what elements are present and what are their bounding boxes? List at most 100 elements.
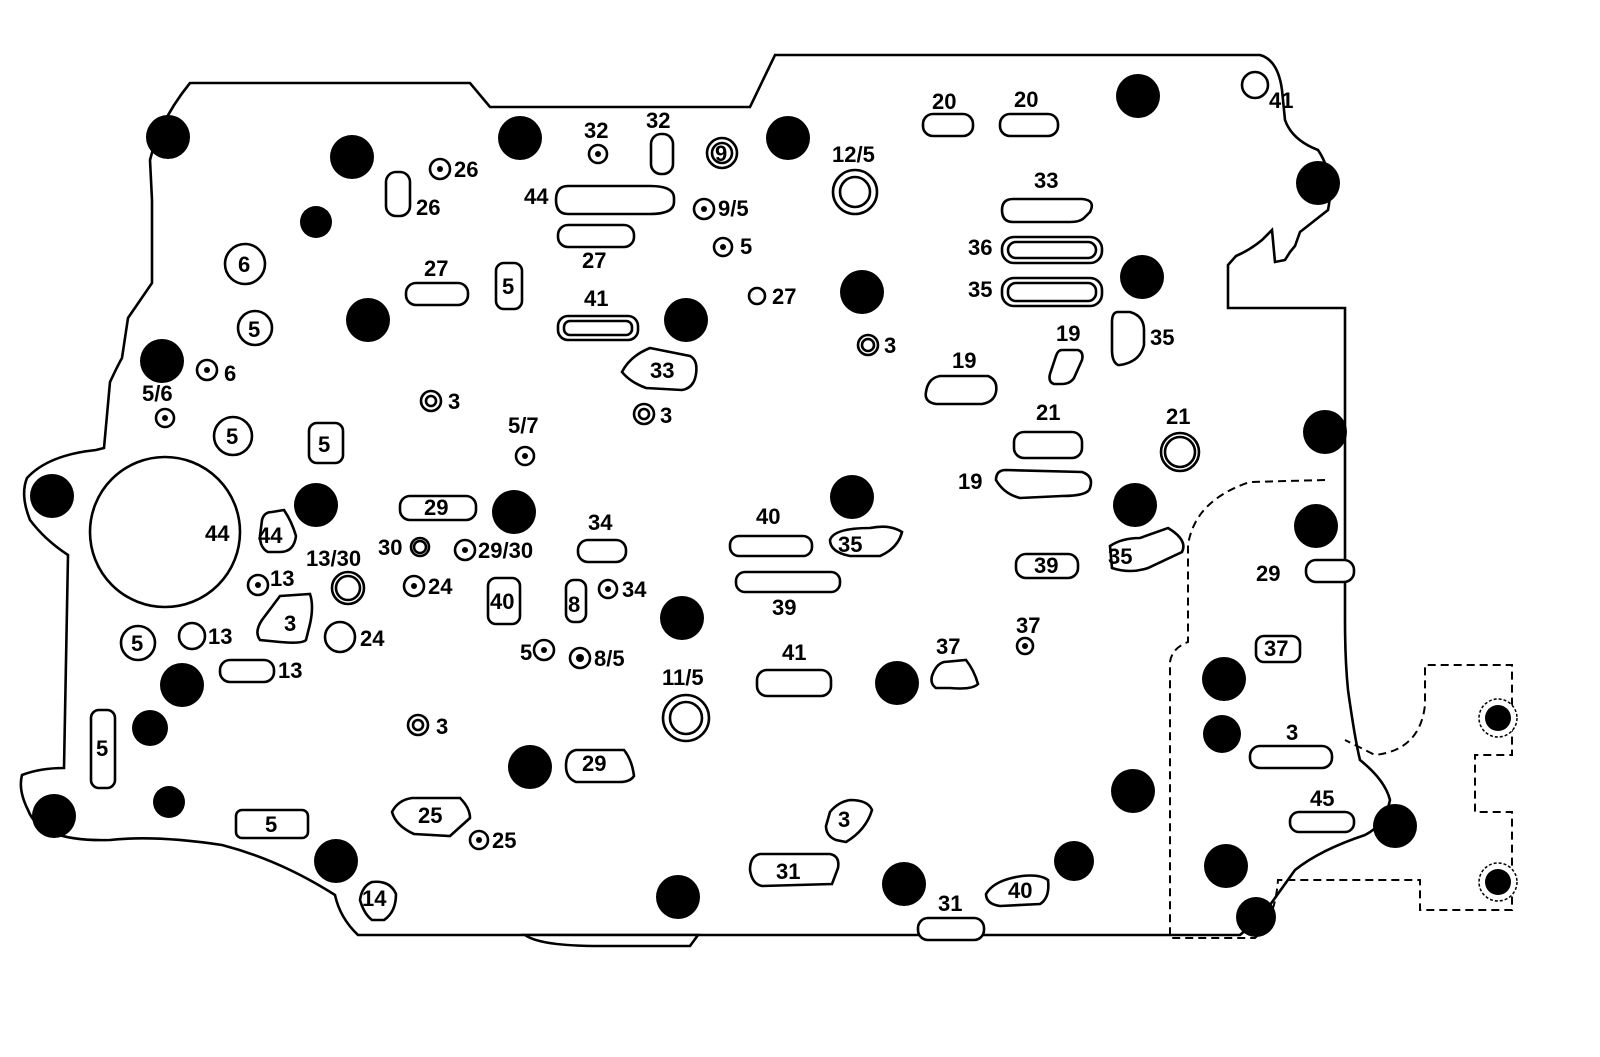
small-port	[568, 646, 592, 670]
bolt-hole	[346, 298, 390, 342]
bolt-hole	[1236, 897, 1276, 937]
passage-ring	[838, 175, 872, 209]
small-port	[692, 197, 716, 221]
part-label: 14	[362, 886, 387, 911]
small-port	[154, 407, 176, 429]
bolt-hole	[830, 475, 874, 519]
slot	[1288, 810, 1356, 834]
large-bore	[88, 455, 242, 609]
part-label: 13	[208, 624, 232, 649]
boss-hole	[1485, 869, 1511, 895]
part-label: 6	[238, 252, 250, 277]
bolt-hole	[1303, 410, 1347, 454]
bolt-hole	[498, 116, 542, 160]
slot	[1006, 281, 1098, 303]
slot	[734, 570, 842, 594]
slot-passages	[89, 112, 1356, 942]
small-port	[468, 829, 490, 851]
slot	[89, 708, 117, 790]
bolt-hole	[1203, 715, 1241, 753]
slot	[748, 852, 840, 888]
part-label: 36	[968, 235, 992, 260]
passage-ring	[119, 624, 157, 662]
plate-bottom-tab	[521, 933, 701, 948]
passage-ring	[412, 539, 428, 555]
small-port	[402, 574, 426, 598]
part-label: 3	[1286, 720, 1298, 745]
part-label: 25	[492, 828, 516, 853]
part-label: 3	[660, 403, 672, 428]
part-label: 41	[1269, 88, 1293, 113]
part-label: 19	[952, 348, 976, 373]
part-label: 24	[428, 574, 453, 599]
part-label: 5	[131, 631, 143, 656]
bolt-hole	[146, 115, 190, 159]
slot	[755, 668, 833, 698]
bolt-hole	[314, 839, 358, 883]
part-label: 19	[958, 469, 982, 494]
part-label: 35	[838, 532, 862, 557]
part-label: 27	[424, 256, 448, 281]
part-label: 34	[588, 510, 613, 535]
part-label: 44	[258, 523, 283, 548]
slot	[984, 874, 1050, 908]
part-label: 12/5	[832, 142, 875, 167]
part-label: 21	[1166, 404, 1190, 429]
passage-ring	[334, 574, 362, 602]
part-label: 13/30	[306, 546, 361, 571]
slot	[916, 916, 986, 942]
part-label: 37	[936, 634, 960, 659]
part-label: 31	[938, 891, 962, 916]
bolt-hole	[30, 474, 74, 518]
bolt-hole	[1373, 804, 1417, 848]
slot	[307, 421, 345, 465]
part-label: 20	[932, 89, 956, 114]
part-label: 3	[284, 611, 296, 636]
bolt-hole	[132, 710, 168, 746]
bolt-hole	[294, 483, 338, 527]
bolt-hole	[1111, 769, 1155, 813]
part-label: 5	[520, 640, 532, 665]
small-port	[597, 578, 619, 600]
part-label: 9/5	[718, 196, 749, 221]
slot	[620, 346, 698, 392]
part-label: 40	[490, 589, 514, 614]
part-label: 5	[318, 432, 330, 457]
slot	[358, 880, 398, 922]
part-label: 29/30	[478, 538, 533, 563]
slot	[824, 798, 874, 844]
part-label: 37	[1264, 636, 1288, 661]
small-port	[514, 445, 536, 467]
bolt-hole	[1116, 74, 1160, 118]
bolt-hole	[660, 596, 704, 640]
part-label: 29	[1256, 561, 1280, 586]
part-label: 29	[582, 751, 606, 776]
passage-ring	[1163, 435, 1197, 469]
part-label: 13	[270, 566, 294, 591]
bolt-hole	[330, 135, 374, 179]
round-passages	[119, 70, 1270, 743]
slot	[494, 261, 524, 311]
slot	[1254, 634, 1302, 664]
part-label: 8/5	[594, 646, 625, 671]
part-label: 21	[1036, 400, 1060, 425]
part-label: 27	[772, 284, 796, 309]
slot	[404, 281, 470, 307]
part-label: 26	[454, 157, 478, 182]
slot	[390, 796, 472, 838]
part-label: 35	[1150, 325, 1174, 350]
slot	[1108, 526, 1185, 573]
slot	[218, 658, 276, 684]
part-label: 25	[418, 803, 442, 828]
part-label: 39	[1034, 553, 1058, 578]
part-label: 24	[360, 626, 385, 651]
bolt-holes	[30, 74, 1417, 937]
part-label: 3	[436, 714, 448, 739]
slot	[994, 468, 1093, 500]
bolt-hole	[656, 875, 700, 919]
boss-hole	[1485, 705, 1511, 731]
slot	[728, 534, 814, 558]
part-label: 20	[1014, 87, 1038, 112]
passage-ring	[177, 621, 207, 651]
slot	[576, 538, 628, 564]
